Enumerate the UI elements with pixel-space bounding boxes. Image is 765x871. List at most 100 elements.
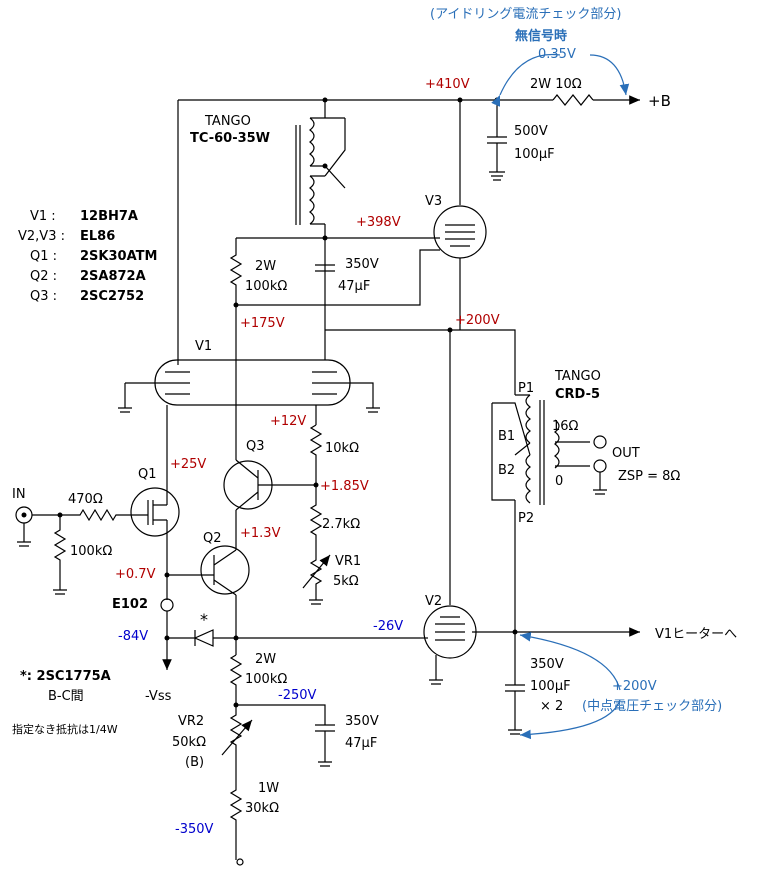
label-b2: B2 — [498, 463, 515, 478]
label-vss: -Vss — [145, 689, 172, 704]
fet-q1 — [15, 487, 180, 600]
parts-ref-1: V2,V3 : — [18, 229, 65, 244]
top-note-subtitle: 無信号時 — [515, 28, 567, 44]
label-b-plus: +B — [648, 92, 671, 110]
parts-ref-2: Q1 : — [30, 249, 57, 264]
parts-part-4: 2SC2752 — [80, 289, 144, 304]
tube-v1 — [118, 330, 380, 490]
label-cap-mid-c: 47μF — [338, 279, 370, 294]
transistor-q2 — [164, 545, 250, 655]
label-v2: V2 — [425, 594, 442, 609]
label-mid-check: (中点電圧チェック部分) — [582, 699, 722, 714]
parts-part-3: 2SA872A — [80, 269, 146, 284]
parts-list: V1 : 12BH7A V2,V3 : EL86 Q1 : 2SK30ATM Q… — [18, 209, 157, 304]
label-tc-model: TC-60-35W — [190, 131, 270, 146]
label-cap-bot-x2: × 2 — [540, 699, 563, 714]
cathode-chain — [302, 424, 331, 605]
parts-ref-4: Q3 : — [30, 289, 57, 304]
label-vr1: VR1 — [335, 554, 361, 569]
label-neg-r: 100kΩ — [245, 672, 287, 687]
label-out: OUT — [612, 446, 640, 461]
label-p2: P2 — [518, 511, 534, 526]
label-12v: +12V — [270, 414, 306, 429]
label-10k: 10kΩ — [325, 441, 359, 456]
label-zsp: ZSP = 8Ω — [618, 469, 680, 484]
node-200v — [325, 327, 516, 605]
label-13v: +1.3V — [240, 526, 281, 541]
top-note-title: (アイドリング電流チェック部分) — [430, 7, 622, 22]
label-cap-mid-v: 350V — [345, 257, 379, 272]
label-q3: Q3 — [246, 439, 265, 454]
parts-part-1: EL86 — [80, 229, 115, 244]
resistor-plate-100k — [229, 237, 440, 365]
label-cap-bot-v: 350V — [530, 657, 564, 672]
label-top-resistor: 2W 10Ω — [530, 77, 582, 92]
label-heater: V1ヒーターへ — [655, 627, 737, 642]
measure-arcs — [491, 53, 630, 740]
label-350v: -350V — [175, 822, 214, 837]
label-cap-top-c: 100μF — [514, 147, 555, 162]
transistor-q3 — [223, 365, 316, 550]
tube-v2 — [420, 605, 640, 685]
parts-part-0: 12BH7A — [80, 209, 138, 224]
label-plate-w: 2W — [255, 259, 276, 274]
negative-supply — [221, 654, 335, 866]
label-p1: P1 — [518, 381, 534, 396]
label-84v: -84V — [118, 629, 148, 644]
label-plate-r: 100kΩ — [245, 279, 287, 294]
label-e102: E102 — [112, 597, 148, 612]
label-star: * — [200, 610, 208, 629]
tube-v3 — [433, 205, 487, 330]
label-30k-w: 1W — [258, 781, 279, 796]
label-07v: +0.7V — [115, 567, 156, 582]
label-175v: +175V — [240, 316, 285, 331]
label-mid-check-v: +200V — [612, 679, 657, 694]
label-neg-w: 2W — [255, 652, 276, 667]
label-diode-note: *: 2SC1775A — [20, 669, 111, 684]
label-q1: Q1 — [138, 467, 157, 482]
parts-part-2: 2SK30ATM — [80, 249, 157, 264]
transformer-tc60 — [295, 117, 346, 330]
cap-500v — [487, 100, 507, 181]
transformer-crd5 — [491, 394, 607, 632]
label-26v: -26V — [373, 619, 403, 634]
label-vr2-b: (B) — [185, 755, 204, 770]
label-crd-maker: TANGO — [554, 369, 601, 384]
parts-ref-3: Q2 : — [30, 269, 57, 284]
label-crd-model: CRD-5 — [555, 387, 600, 402]
label-250v: -250V — [278, 688, 317, 703]
label-in: IN — [12, 487, 26, 502]
label-grid-100k: 100kΩ — [70, 544, 112, 559]
cap-350v-47uf — [315, 264, 335, 272]
label-tap16: 16Ω — [552, 419, 579, 434]
label-cap-top-v: 500V — [514, 124, 548, 139]
label-vr1-val: 5kΩ — [333, 574, 359, 589]
top-note-value: 0.35V — [538, 47, 576, 62]
label-185v: +1.85V — [320, 479, 369, 494]
label-410v: +410V — [425, 77, 470, 92]
label-470: 470Ω — [68, 492, 103, 507]
label-27k: 2.7kΩ — [322, 517, 360, 532]
label-25v: +25V — [170, 457, 206, 472]
label-tc-maker: TANGO — [204, 114, 251, 129]
label-v1: V1 — [195, 339, 212, 354]
label-resistor-note: 指定なき抵抗は1/4W — [12, 722, 118, 736]
label-v3: V3 — [425, 194, 442, 209]
parts-ref-0: V1 : — [30, 209, 56, 224]
label-vr2-val: 50kΩ — [172, 735, 206, 750]
label-q2: Q2 — [203, 531, 222, 546]
e102-and-diode — [160, 598, 420, 670]
label-tap0: 0 — [555, 474, 563, 489]
label-diode-bc: B-C間 — [48, 689, 84, 704]
label-200v: +200V — [455, 313, 500, 328]
label-cap-neg-v: 350V — [345, 714, 379, 729]
label-cap-bot-c: 100μF — [530, 679, 571, 694]
label-398v: +398V — [356, 215, 401, 230]
label-b1: B1 — [498, 429, 515, 444]
cap-bottom-2x — [505, 632, 525, 735]
label-cap-neg-c: 47μF — [345, 736, 377, 751]
label-vr2: VR2 — [178, 714, 204, 729]
label-30k: 30kΩ — [245, 801, 279, 816]
